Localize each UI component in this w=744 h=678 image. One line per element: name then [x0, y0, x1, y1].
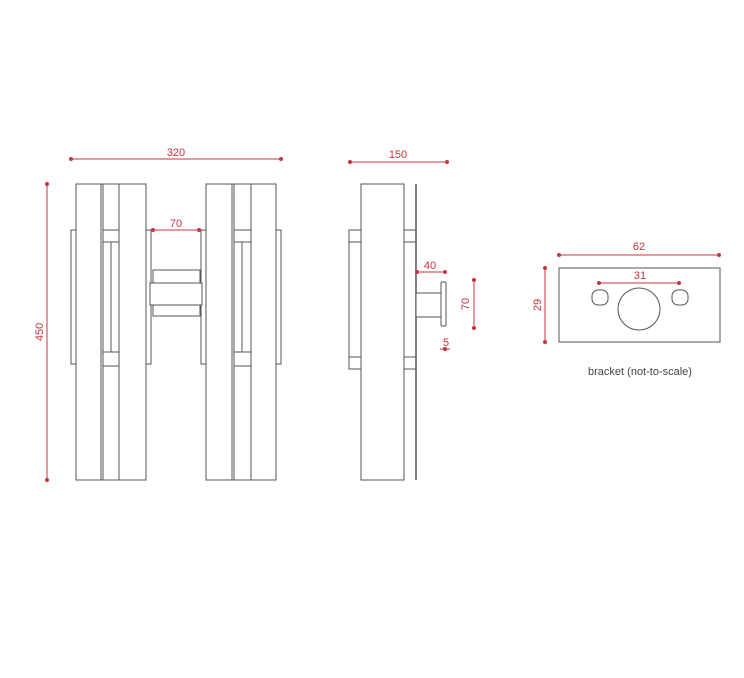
flange-label: 70: [460, 298, 472, 310]
right-lamp: [200, 183, 282, 481]
hole-spacing-label: 31: [634, 270, 646, 282]
gap-label: 70: [170, 218, 182, 230]
bracket-height-label: 29: [532, 299, 544, 311]
bracket-caption: bracket (not-to-scale): [588, 366, 692, 378]
center-mount: [149, 269, 203, 317]
left-lamp: [70, 183, 152, 481]
width-label: 320: [167, 147, 185, 159]
side-view: 150 40 70 5: [348, 149, 476, 481]
front-view: 320 450: [34, 147, 283, 482]
dimension-width: 320: [69, 147, 283, 161]
dimension-gap: 70: [151, 218, 201, 232]
bracket-width-label: 62: [633, 241, 645, 253]
dimension-height: 450: [34, 182, 49, 482]
thickness-label: 5: [443, 337, 449, 349]
arm-label: 40: [424, 260, 436, 272]
depth-label: 150: [389, 149, 407, 161]
height-label: 450: [34, 323, 46, 341]
bracket-view: 62 29 31 bracket (not-to-scale): [532, 241, 721, 378]
